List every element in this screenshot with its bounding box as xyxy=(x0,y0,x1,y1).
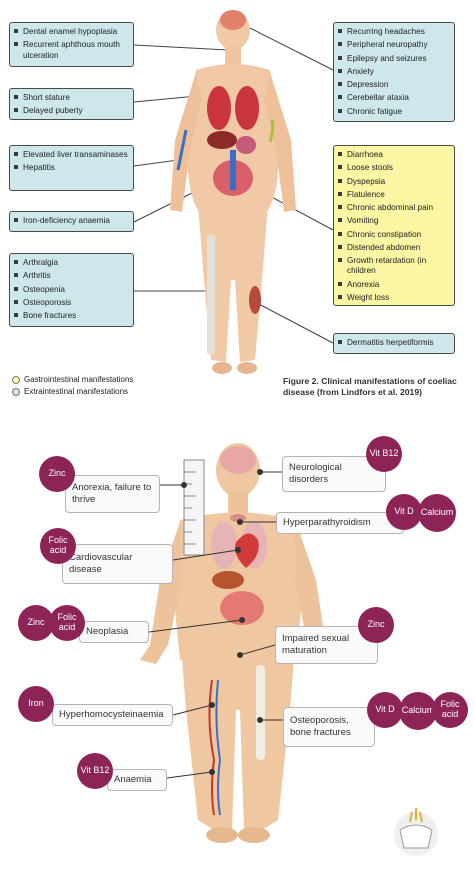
badge-iron: Iron xyxy=(18,686,54,722)
legend-swatch-blue xyxy=(12,387,20,396)
badge-vit-d: Vit D xyxy=(386,494,422,530)
label-neoplasia: Neoplasia xyxy=(79,621,149,643)
cooking-pot-icon xyxy=(394,808,438,856)
symptom-item: Diarrhoea xyxy=(338,150,450,160)
badge-folic-acid: Folic acid xyxy=(432,692,468,728)
symptom-item: Dyspepsia xyxy=(338,177,450,187)
symptom-item: Growth retardation (in children xyxy=(338,256,450,277)
male-body-figure xyxy=(140,443,336,843)
symptom-box-bones: Arthralgia Arthritis Osteopenia Osteopor… xyxy=(9,253,134,327)
symptom-item: Weight loss xyxy=(338,293,450,303)
human-body-figure xyxy=(170,10,296,374)
symptom-item: Hepatitis xyxy=(14,163,129,173)
badge-vit-b12: Vit B12 xyxy=(366,436,402,472)
symptom-item: Arthralgia xyxy=(14,258,129,268)
legend-label: Extraintestinal manifestations xyxy=(24,387,129,396)
badge-zinc: Zinc xyxy=(358,607,394,643)
symptom-item: Distended abdomen xyxy=(338,243,450,253)
symptom-item: Chronic abdominal pain xyxy=(338,203,450,213)
symptom-item: Vomiting xyxy=(338,216,450,226)
symptom-item: Bone fractures xyxy=(14,311,129,321)
badge-calcium: Calcium xyxy=(399,692,437,730)
symptom-item: Epilepsy and seizures xyxy=(338,54,450,64)
symptom-box-anaemia: Iron-deficiency anaemia xyxy=(9,211,134,232)
legend-extraintestinal: Extraintestinal manifestations xyxy=(12,387,128,396)
legend-label: Gastrointestinal manifestations xyxy=(24,375,134,384)
height-ruler xyxy=(183,459,205,556)
legend-gastrointestinal: Gastrointestinal manifestations xyxy=(12,375,133,384)
symptom-item: Short stature xyxy=(14,93,129,103)
symptom-item: Peripheral neuropathy xyxy=(338,40,450,50)
top-body-illustration xyxy=(133,10,334,374)
bottom-connector-lines xyxy=(148,471,283,779)
legend-swatch-yellow xyxy=(12,375,20,384)
bottom-body-illustration xyxy=(140,443,438,856)
symptom-box-skin: Dermatitis herpetiformis xyxy=(333,333,455,354)
badge-folic-acid: Folic acid xyxy=(40,528,76,564)
symptom-item: Anorexia xyxy=(338,280,450,290)
figure-caption: Figure 2. Clinical manifestations of coe… xyxy=(283,376,457,398)
connector-dots xyxy=(181,469,263,775)
symptom-box-liver: Elevated liver transaminases Hepatitis xyxy=(9,145,134,191)
symptom-item: Anxiety xyxy=(338,67,450,77)
badge-vit-b12: Vit B12 xyxy=(77,753,113,789)
symptom-item: Iron-deficiency anaemia xyxy=(14,216,129,226)
label-cardiovascular: Cardiovascular disease xyxy=(62,544,173,584)
symptom-item: Osteopenia xyxy=(14,285,129,295)
symptom-item: Recurring headaches xyxy=(338,27,450,37)
label-anorexia: Anorexia, failure to thrive xyxy=(65,475,160,513)
symptom-item: Chronic fatigue xyxy=(338,107,450,117)
label-hyperparathyroidism: Hyperparathyroidism xyxy=(276,512,404,534)
symptom-box-neuro: Recurring headaches Peripheral neuropath… xyxy=(333,22,455,122)
symptom-item: Elevated liver transaminases xyxy=(14,150,129,160)
symptom-item: Dental enamel hypoplasia xyxy=(14,27,129,37)
label-osteoporosis: Osteoporosis, bone fractures xyxy=(283,707,375,747)
symptom-item: Depression xyxy=(338,80,450,90)
symptom-item: Chronic constipation xyxy=(338,230,450,240)
symptom-item: Recurrent aphthous mouth ulceration xyxy=(14,40,129,61)
symptom-item: Arthritis xyxy=(14,271,129,281)
badge-zinc: Zinc xyxy=(18,605,54,641)
badge-calcium: Calcium xyxy=(418,494,456,532)
symptom-item: Flatulence xyxy=(338,190,450,200)
badge-zinc: Zinc xyxy=(39,456,75,492)
symptom-box-oral: Dental enamel hypoplasia Recurrent aphth… xyxy=(9,22,134,67)
symptom-item: Loose stools xyxy=(338,163,450,173)
symptom-box-gastrointestinal: Diarrhoea Loose stools Dyspepsia Flatule… xyxy=(333,145,455,306)
label-anaemia: Anaemia xyxy=(107,769,167,791)
symptom-item: Osteoporosis xyxy=(14,298,129,308)
symptom-item: Dermatitis herpetiformis xyxy=(338,338,450,348)
symptom-item: Delayed puberty xyxy=(14,106,129,116)
symptom-item: Cerebellar ataxia xyxy=(338,93,450,103)
badge-folic-acid: Folic acid xyxy=(49,605,85,641)
symptom-box-growth: Short stature Delayed puberty xyxy=(9,88,134,120)
label-hyperhomocysteinaemia: Hyperhomocysteinaemia xyxy=(52,704,173,726)
badge-vit-d: Vit D xyxy=(367,692,403,728)
